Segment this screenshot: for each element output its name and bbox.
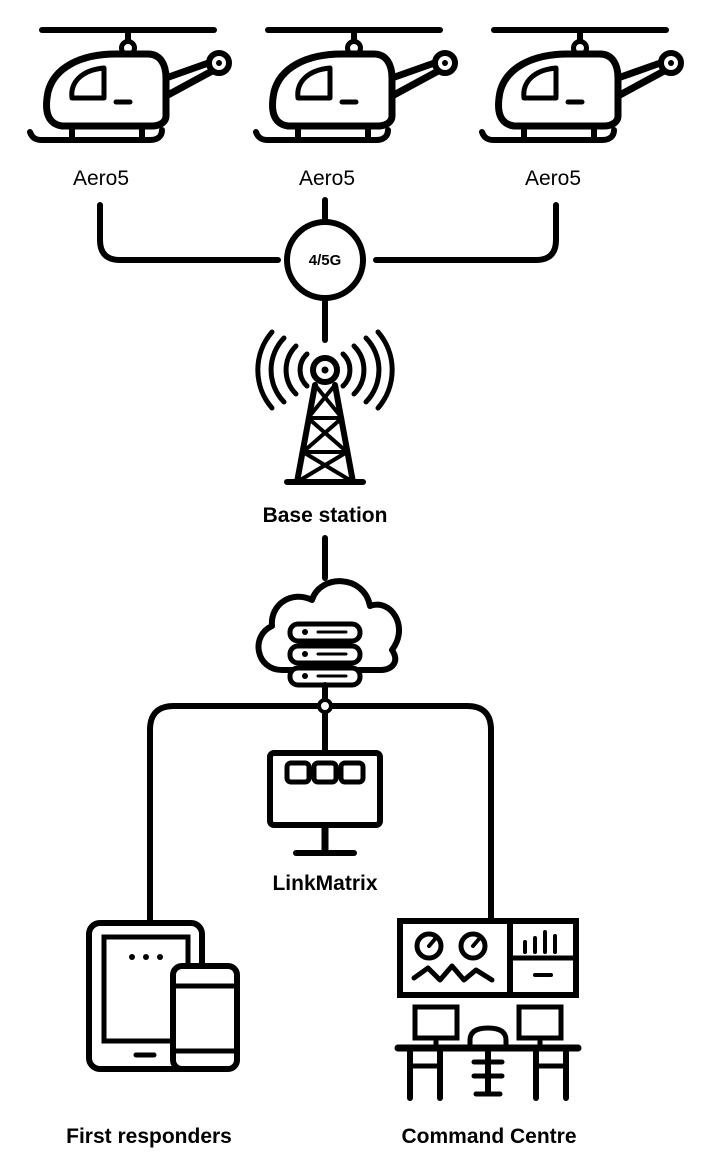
server-icon: [287, 621, 363, 688]
helicopter-icon: [256, 30, 455, 140]
monitor-icon: [267, 750, 383, 856]
helicopter-label: Aero5: [73, 167, 129, 190]
network-label: 4/5G: [309, 252, 342, 269]
helicopter-connectors: [97, 197, 559, 343]
command-centre-label: Command Centre: [401, 1125, 576, 1148]
distribution-connectors: [147, 682, 494, 923]
linkmatrix-label: LinkMatrix: [272, 872, 377, 895]
junction-node: [317, 698, 333, 714]
network-hub-icon: [284, 219, 366, 301]
phone-icon: [170, 963, 240, 1072]
helicopter-label: Aero5: [525, 167, 581, 190]
tower-icon: [255, 329, 395, 485]
base-station-label: Base station: [263, 504, 388, 527]
command-centre-icon: [394, 918, 582, 1101]
helicopter-icon: [30, 30, 229, 140]
first-responders-label: First responders: [66, 1125, 232, 1148]
helicopter-icon: [482, 30, 681, 140]
helicopter-label: Aero5: [299, 167, 355, 190]
